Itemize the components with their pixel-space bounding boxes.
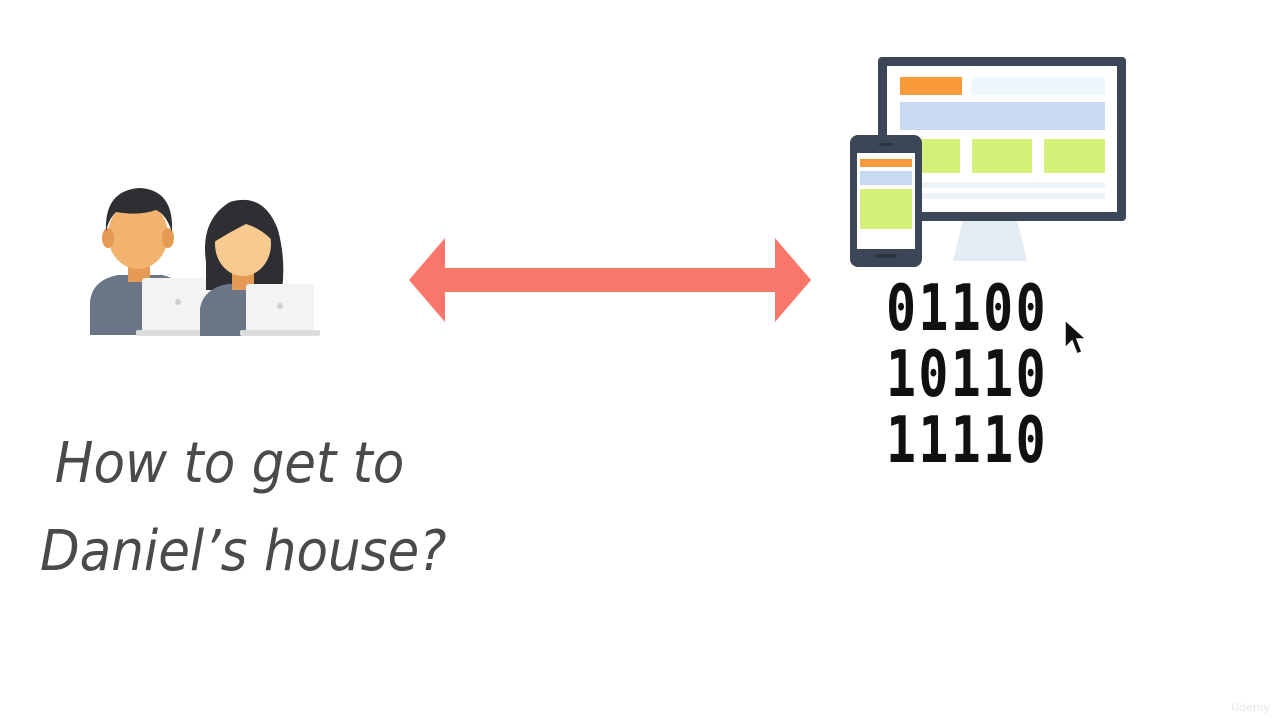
- question-line: Daniel’s house?: [40, 519, 447, 584]
- laptop-right: [240, 284, 320, 336]
- double-headed-arrow-icon: [409, 238, 811, 322]
- responsive-devices-icon: [850, 57, 1126, 267]
- question-line: How to get to: [54, 431, 405, 496]
- question-text: How to get to Daniel’s house?: [40, 420, 555, 596]
- smartphone: [850, 135, 922, 267]
- watermark: Udemy: [1230, 701, 1270, 714]
- people-with-laptops-icon: [90, 188, 320, 336]
- binary-data: 01100 10110 11110: [886, 276, 1096, 474]
- binary-line: 11110: [886, 404, 1048, 478]
- binary-line: 10110: [886, 338, 1048, 412]
- desktop-monitor: [878, 57, 1126, 221]
- laptop-left: [136, 278, 220, 336]
- mouse-pointer-icon: [1064, 318, 1087, 355]
- binary-line: 01100: [886, 272, 1048, 346]
